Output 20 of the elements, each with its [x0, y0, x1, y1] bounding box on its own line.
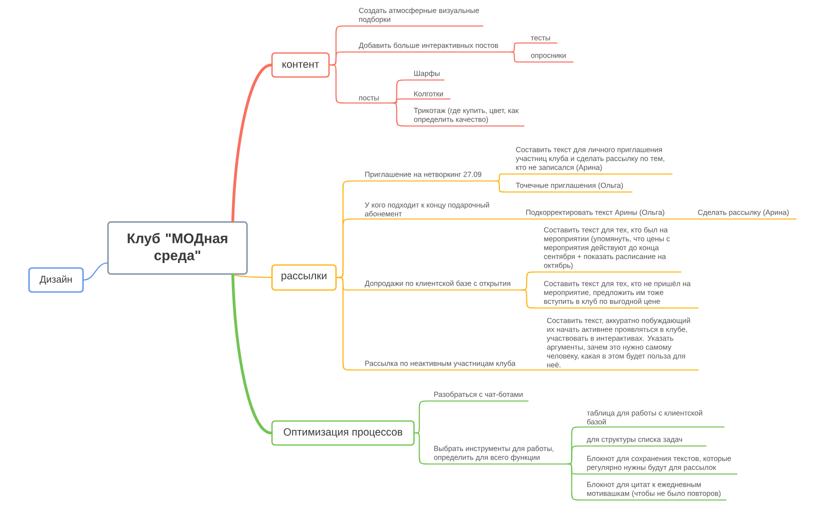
branch-line: [335, 276, 362, 371]
branch-line: [389, 102, 411, 127]
branch-line: [83, 262, 108, 281]
branch-line: [565, 463, 584, 501]
topic-box: рассылки: [271, 264, 337, 291]
branch-line: [508, 51, 528, 63]
branch-line: [524, 369, 544, 371]
central-topic-box: Клуб "МОДная среда": [107, 221, 248, 275]
branch-line: [500, 218, 523, 220]
branch-line: [670, 218, 695, 220]
topic-box: контент: [271, 52, 330, 78]
branch-line: [492, 180, 513, 193]
branch-line: [232, 274, 272, 278]
branch-line: [231, 273, 273, 434]
topic-box: Оптимизация процессов: [271, 420, 415, 446]
branch-line: [231, 64, 273, 223]
branch-line: [519, 289, 541, 309]
topic-box: Дизайн: [28, 267, 84, 293]
branch-line: [328, 64, 356, 104]
branch-line: [413, 432, 431, 465]
